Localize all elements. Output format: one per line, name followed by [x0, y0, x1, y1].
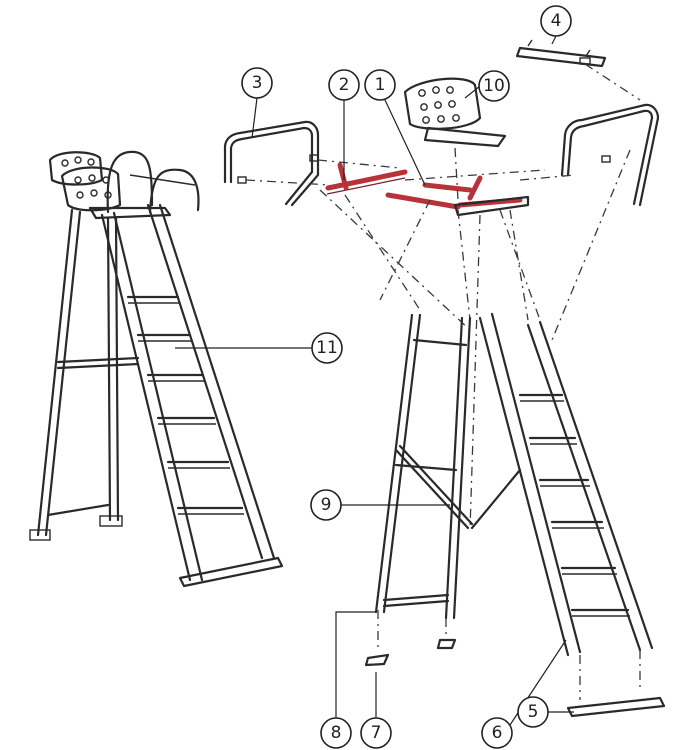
callout-4-label: 4 — [551, 11, 562, 31]
callout-1: 1 — [364, 69, 396, 101]
callout-8-label: 8 — [331, 723, 342, 743]
callout-7-label: 7 — [371, 723, 382, 743]
callout-2-label: 2 — [339, 75, 350, 95]
armrest-hoop-right — [560, 103, 660, 207]
callout-leaders — [175, 35, 574, 726]
callout-3-label: 3 — [252, 73, 263, 93]
callout-4: 4 — [540, 5, 572, 37]
callout-10: 10 — [478, 70, 510, 102]
rear-leg-frame — [374, 313, 522, 620]
seat-back — [403, 77, 507, 148]
callout-9-label: 9 — [321, 495, 332, 515]
callout-5: 5 — [517, 696, 549, 728]
callout-10-label: 10 — [483, 76, 505, 96]
assembly-guide-lines — [245, 63, 641, 700]
foot-pads — [364, 638, 457, 667]
callout-5-label: 5 — [528, 702, 539, 722]
callout-6: 6 — [481, 717, 513, 749]
callout-2: 2 — [328, 69, 360, 101]
callout-7: 7 — [360, 717, 392, 749]
top-bracket — [515, 39, 607, 68]
ladder-base-plate — [566, 696, 666, 718]
callout-6-label: 6 — [492, 723, 503, 743]
assembled-umpire-chair — [29, 150, 284, 588]
callout-9: 9 — [310, 489, 342, 521]
callout-8: 8 — [320, 717, 352, 749]
seat-frame-members — [325, 162, 530, 217]
callout-3: 3 — [241, 67, 273, 99]
callout-11: 11 — [311, 332, 343, 364]
ladder — [478, 312, 654, 657]
callout-1-label: 1 — [375, 75, 386, 95]
armrest-hoop-left — [223, 120, 320, 207]
callout-11-label: 11 — [316, 338, 338, 358]
